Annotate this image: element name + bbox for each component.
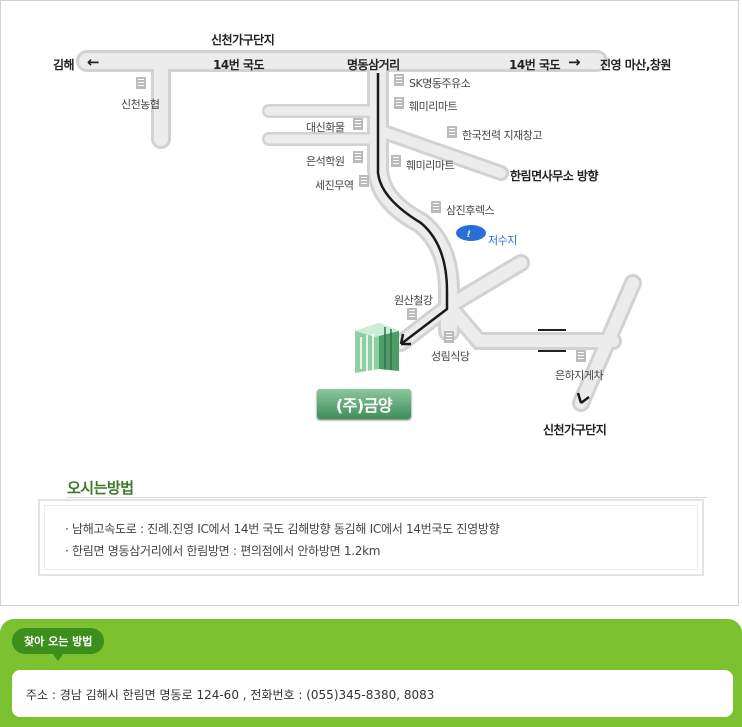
- directions-item: · 한림면 명동삼거리에서 한림방면 : 편의점에서 안하방면 1.2km: [65, 544, 381, 558]
- address-text: 주소 : 경남 김해시 한림면 명동로 124-60 , 전화번호 : (055…: [26, 688, 435, 702]
- building-icon: [136, 77, 146, 89]
- label-left-end: 김해: [53, 58, 75, 72]
- building-icon: [447, 126, 457, 138]
- building-icon: [576, 350, 586, 362]
- label-landmark: 대신화물: [306, 121, 345, 134]
- south-arrow-icon: [576, 392, 590, 404]
- building-icon: [407, 308, 417, 320]
- label-landmark: 은하지게차: [555, 369, 604, 382]
- building-icon: [359, 175, 369, 187]
- label-landmark: 세진무역: [315, 179, 354, 192]
- label-landmark: 신천농협: [121, 98, 160, 111]
- left-arrow-icon: ←: [87, 53, 100, 71]
- label-landmark: SK명동주유소: [409, 77, 471, 90]
- reservoir-shape: [456, 225, 486, 241]
- label-junction: 명동삼거리: [347, 58, 400, 72]
- label-landmark: 저수지: [488, 234, 517, 247]
- route-line: [376, 73, 449, 345]
- map-frame: ℓ 신천가구단지 김해 ← 14번 국도 명동삼거리 14번 국도 → 진영 마…: [0, 0, 739, 606]
- right-arrow-icon: →: [568, 53, 581, 71]
- label-right-end: 진영 마산,창원: [600, 58, 671, 72]
- building-icon: [394, 97, 404, 109]
- address-box: 주소 : 경남 김해시 한림면 명동로 124-60 , 전화번호 : (055…: [12, 670, 733, 717]
- bridge-icon: [538, 329, 566, 352]
- label-left-route: 14번 국도: [213, 58, 265, 72]
- label-landmark: 삼진후렉스: [446, 204, 495, 217]
- svg-text:ℓ: ℓ: [466, 230, 471, 240]
- building-icon: [444, 331, 454, 343]
- label-right-route: 14번 국도: [509, 58, 561, 72]
- route-arrowhead: [399, 333, 411, 346]
- label-sincheon-bottom: 신천가구단지: [543, 423, 607, 437]
- directions-item: · 남해고속도로 : 진례.진영 IC에서 14번 국도 김해방향 동김해 IC…: [65, 522, 500, 536]
- label-landmark: 원산철강: [394, 294, 433, 307]
- building-icon: [394, 74, 404, 86]
- label-landmark: 훼미리마트: [409, 100, 458, 113]
- label-landmark: 은석학원: [306, 155, 345, 168]
- footer-tab: 찾아 오는 방법: [12, 628, 105, 661]
- label-top-road: 신천가구단지: [211, 33, 275, 47]
- label-landmark: 성림식당: [431, 350, 470, 363]
- divider: [67, 497, 707, 498]
- directions-title: 오시는방법: [67, 479, 134, 497]
- label-landmark: 한국전력 지재창고: [462, 129, 542, 142]
- label-landmark: 훼미리마트: [406, 159, 455, 172]
- road-map: ℓ: [76, 50, 642, 412]
- building-icon: [391, 155, 401, 167]
- building-icon: [355, 323, 399, 373]
- label-hallim-direction: 한림면사무소 방향: [510, 169, 599, 183]
- building-icon: [431, 201, 441, 213]
- directions-box: · 남해고속도로 : 진례.진영 IC에서 14번 국도 김해방향 동김해 IC…: [38, 499, 704, 576]
- building-icon: [353, 151, 363, 163]
- building-icon: [353, 118, 363, 130]
- company-badge: (주)금양: [317, 389, 411, 419]
